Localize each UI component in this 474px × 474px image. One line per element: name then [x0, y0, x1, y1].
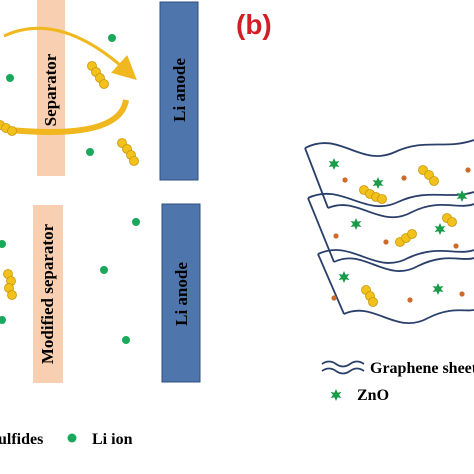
graphene-sheet-icon: [321, 367, 365, 375]
modified-separator-bar: [33, 205, 63, 383]
modified-separator-label: Modified separator: [38, 223, 57, 364]
polysulfide-chain: [442, 213, 457, 227]
zno-legend-icon: [330, 389, 342, 401]
li-ion-dot: [108, 34, 116, 42]
polysulfide-chain: [87, 61, 109, 89]
li-ion-legend-label: Li ion: [92, 431, 133, 448]
polysulfide-chain: [418, 165, 439, 186]
orange-dot: [331, 167, 471, 303]
li-ion-dot: [6, 74, 14, 82]
polysulfide-chain: [117, 138, 139, 166]
polysulfide-chain: [395, 229, 417, 247]
li-ion-dot: [100, 266, 108, 274]
graphene-particles: [328, 158, 471, 307]
graphene-stack: [304, 139, 474, 324]
polysulfide-chain: [0, 120, 17, 136]
panel-label: (b): [236, 9, 272, 40]
polysulfide-legend-label: ulfides: [0, 431, 43, 448]
li-anode-top: [159, 1, 199, 181]
li-ion-dot: [122, 336, 130, 344]
graphene-sheet-icon: [321, 360, 365, 368]
li-anode-bottom: [161, 203, 201, 383]
top-panel: Separator Li anode: [0, 0, 199, 181]
shuttle-arrow-upper: [3, 26, 137, 81]
zno-icon: [328, 158, 468, 295]
polysulfide-chain: [3, 269, 17, 300]
li-anode-label-top: Li anode: [170, 58, 189, 122]
separator-label-top: Separator: [41, 53, 60, 126]
li-ion-dot: [0, 240, 6, 248]
li-anode-label-bottom: Li anode: [172, 262, 191, 326]
li-ion-dot: [132, 218, 140, 226]
polysulfide-chain: [361, 285, 378, 307]
li-ion-dot: [86, 148, 94, 156]
legend-right: Graphene sheet ZnO: [321, 360, 474, 404]
polysulfide-chain: [359, 185, 387, 204]
legend-left: ulfides Li ion: [0, 431, 133, 448]
shuttle-arrow-lower: [9, 99, 129, 135]
bottom-panel: Modified separator Li anode: [0, 203, 201, 383]
li-ion-dot: [0, 316, 6, 324]
zno-legend-label: ZnO: [357, 387, 389, 404]
graphene-sheet-legend-label: Graphene sheet: [370, 360, 474, 377]
li-ion-legend-icon: [67, 433, 77, 443]
